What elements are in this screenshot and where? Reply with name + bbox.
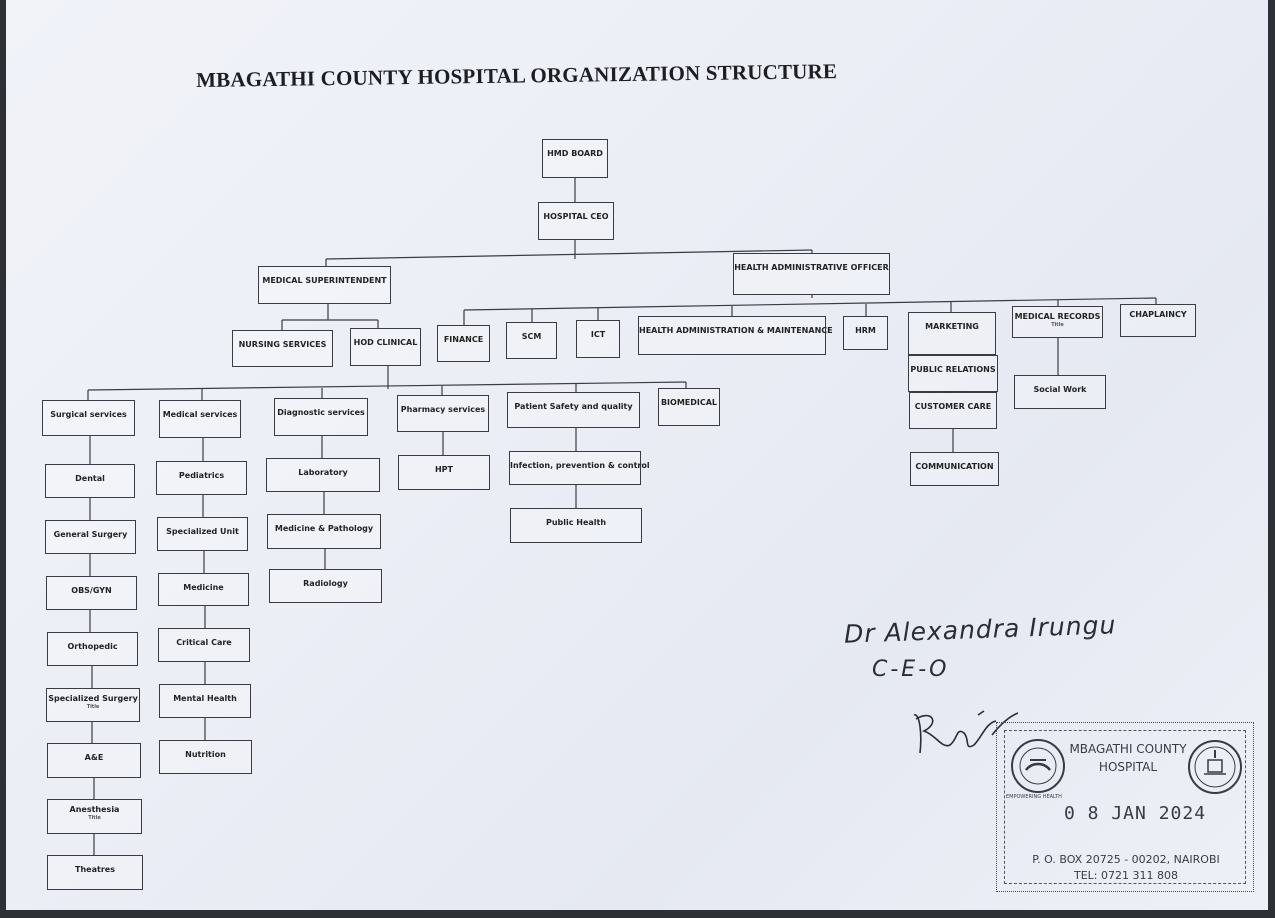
node-public-health: Public Health xyxy=(510,508,642,543)
node-hospital-ceo: HOSPITAL CEO xyxy=(538,202,614,240)
node-laboratory: Laboratory xyxy=(266,458,380,492)
node-marketing: MARKETING xyxy=(908,312,996,355)
node-radiology: Radiology xyxy=(269,569,382,603)
node-diagnostic-services: Diagnostic services xyxy=(274,398,368,436)
stamp-date: 0 8 JAN 2024 xyxy=(1064,803,1207,824)
node-ae: A&E xyxy=(47,743,141,778)
official-stamp-inner-border xyxy=(1004,730,1246,884)
county-seal-icon xyxy=(1188,740,1242,794)
node-finance: FINANCE xyxy=(437,325,490,362)
node-public-relations: PUBLIC RELATIONS xyxy=(908,355,998,392)
node-medical-records: MEDICAL RECORDS Title xyxy=(1012,306,1103,338)
node-specialized-unit: Specialized Unit xyxy=(157,517,248,551)
node-chaplaincy: CHAPLAINCY xyxy=(1120,304,1196,337)
official-stamp xyxy=(996,722,1254,892)
node-hmd-board: HMD BOARD xyxy=(542,139,608,178)
node-communication: COMMUNICATION xyxy=(910,452,999,486)
node-medicine-pathology: Medicine & Pathology xyxy=(267,514,381,549)
node-medical-superintendent: MEDICAL SUPERINTENDENT xyxy=(258,266,391,304)
node-pediatrics: Pediatrics xyxy=(156,461,247,495)
node-general-surgery: General Surgery xyxy=(45,520,136,554)
node-customer-care: CUSTOMER CARE xyxy=(909,392,997,429)
node-pharmacy-services: Pharmacy services xyxy=(397,395,489,432)
node-ict: ICT xyxy=(576,320,620,358)
connector-lines xyxy=(87,178,1157,855)
node-theatres: Theatres xyxy=(47,855,143,890)
node-orthopedic: Orthopedic xyxy=(47,632,138,666)
node-patient-safety-quality: Patient Safety and quality xyxy=(507,392,640,428)
org-chart-document: MBAGATHI COUNTY HOSPITAL ORGANIZATION ST… xyxy=(6,0,1268,910)
node-critical-care: Critical Care xyxy=(158,628,250,662)
node-medical-services: Medical services xyxy=(159,400,241,438)
node-mental-health: Mental Health xyxy=(159,684,251,718)
node-hpt: HPT xyxy=(398,455,490,490)
node-dental: Dental xyxy=(45,464,135,498)
stamp-tel: TEL: 0721 311 808 xyxy=(1074,869,1178,882)
signature-scribble-icon xyxy=(913,710,1019,754)
node-anesthesia: Anesthesia Title xyxy=(47,799,142,834)
stamp-org-line1: MBAGATHI COUNTY xyxy=(1069,742,1187,756)
node-health-admin-maintenance: HEALTH ADMINISTRATION & MAINTENANCE xyxy=(638,316,833,355)
node-surgical-services: Surgical services xyxy=(42,400,135,436)
node-health-administrative-officer: HEALTH ADMINISTRATIVE OFFICER xyxy=(733,253,890,295)
stamp-org-line2: HOSPITAL xyxy=(1098,760,1158,774)
node-nutrition: Nutrition xyxy=(159,740,252,774)
node-scm: SCM xyxy=(506,322,557,359)
node-biomedical: BIOMEDICAL xyxy=(658,388,720,426)
hospital-logo-icon xyxy=(1011,739,1065,793)
stamp-address: P. O. BOX 20725 - 00202, NAIROBI xyxy=(1032,853,1220,866)
node-social-work: Social Work xyxy=(1014,375,1106,409)
node-hod-clinical: HOD CLINICAL xyxy=(350,328,421,366)
node-nursing-services: NURSING SERVICES xyxy=(232,330,333,367)
node-obsgyn: OBS/GYN xyxy=(46,576,137,610)
node-specialized-surgery: Specialized Surgery Title xyxy=(46,688,140,722)
node-infection-prevention-control: Infection, prevention & control xyxy=(509,451,650,485)
node-hrm: HRM xyxy=(843,316,888,350)
signature-role: C-E-O xyxy=(872,657,950,682)
stamp-logo-motto: EMPOWERING HEALTH xyxy=(1006,794,1062,800)
node-medicine: Medicine xyxy=(158,573,249,606)
